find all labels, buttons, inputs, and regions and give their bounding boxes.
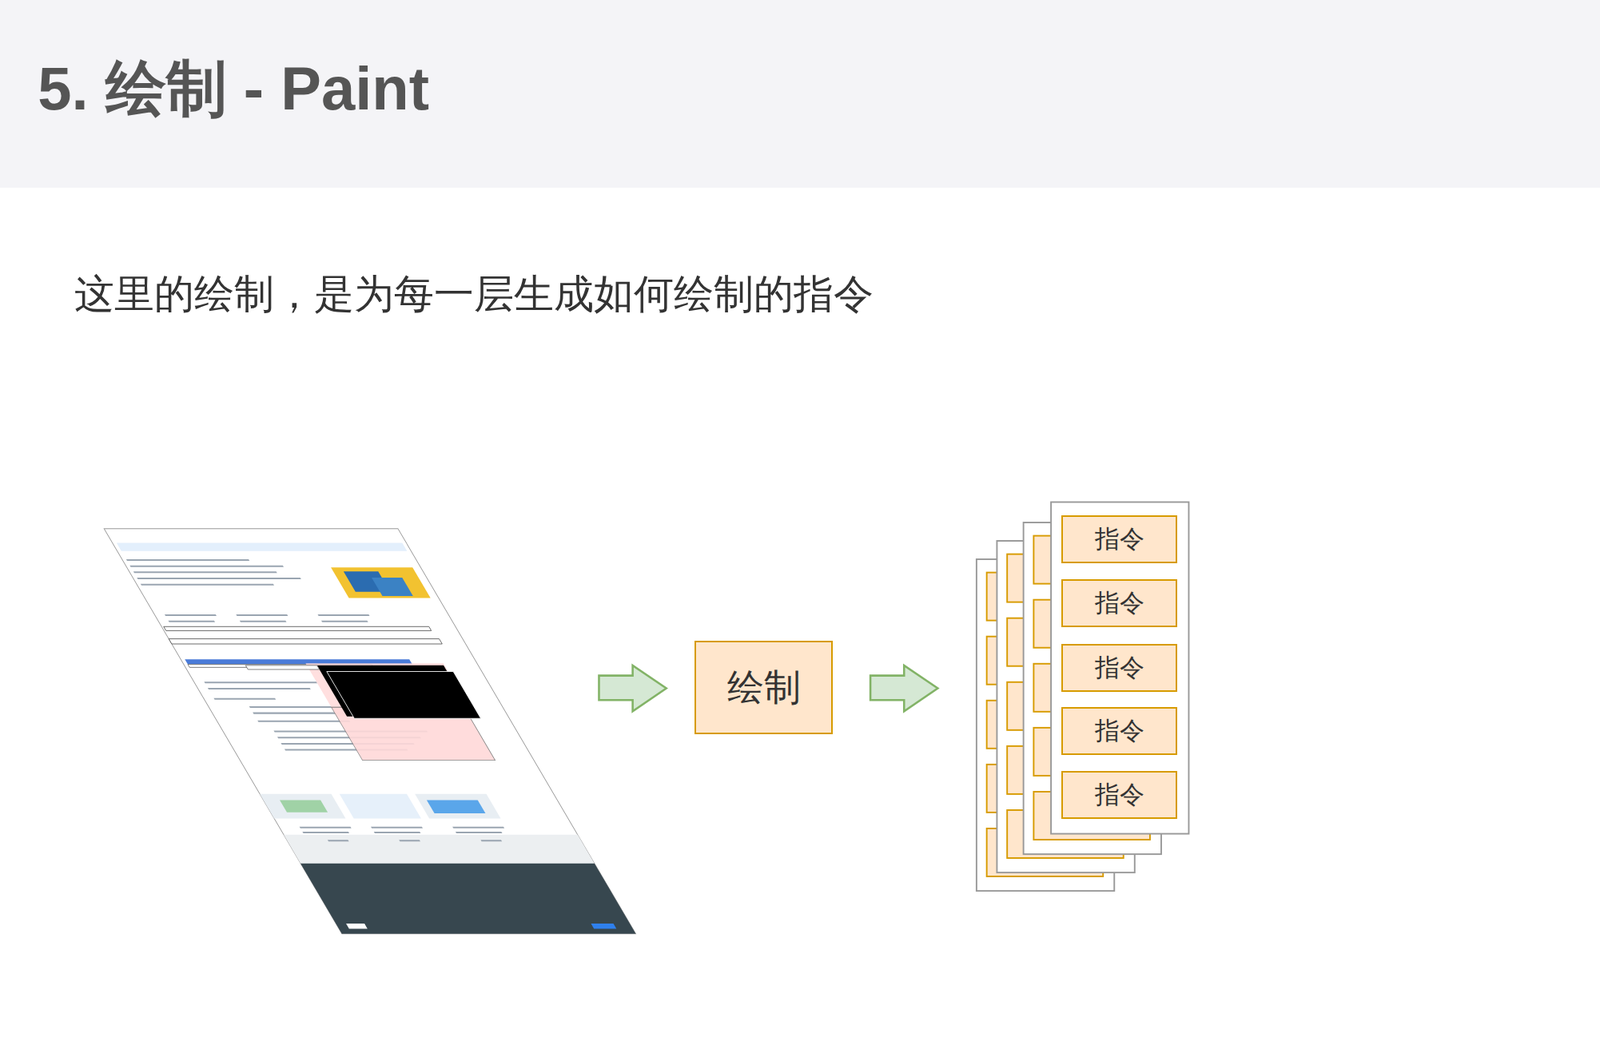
- header-band: [0, 0, 1600, 188]
- instruction-box: 指令: [1061, 644, 1179, 693]
- process-box: 绘制: [694, 640, 832, 735]
- node-label: 指令: [1094, 778, 1145, 812]
- instruction-sheets: [976, 501, 1190, 892]
- flow-arrow: [598, 665, 666, 712]
- instruction-box: 指令: [1061, 707, 1179, 756]
- node-label: 指令: [1094, 522, 1145, 557]
- instruction-box: 指令: [1061, 771, 1179, 820]
- instruction-box: 指令: [1061, 515, 1179, 564]
- node-label: 绘制: [727, 663, 801, 713]
- node-label: 指令: [1094, 586, 1145, 621]
- subtitle: 这里的绘制，是为每一层生成如何绘制的指令: [74, 267, 874, 322]
- node-label: 指令: [1094, 714, 1145, 749]
- instruction-box: 指令: [1061, 579, 1179, 628]
- slide-title: 5. 绘制 - Paint: [37, 48, 430, 132]
- flow-arrow: [870, 665, 938, 712]
- node-label: 指令: [1094, 651, 1145, 685]
- webpage-layers: [103, 529, 636, 935]
